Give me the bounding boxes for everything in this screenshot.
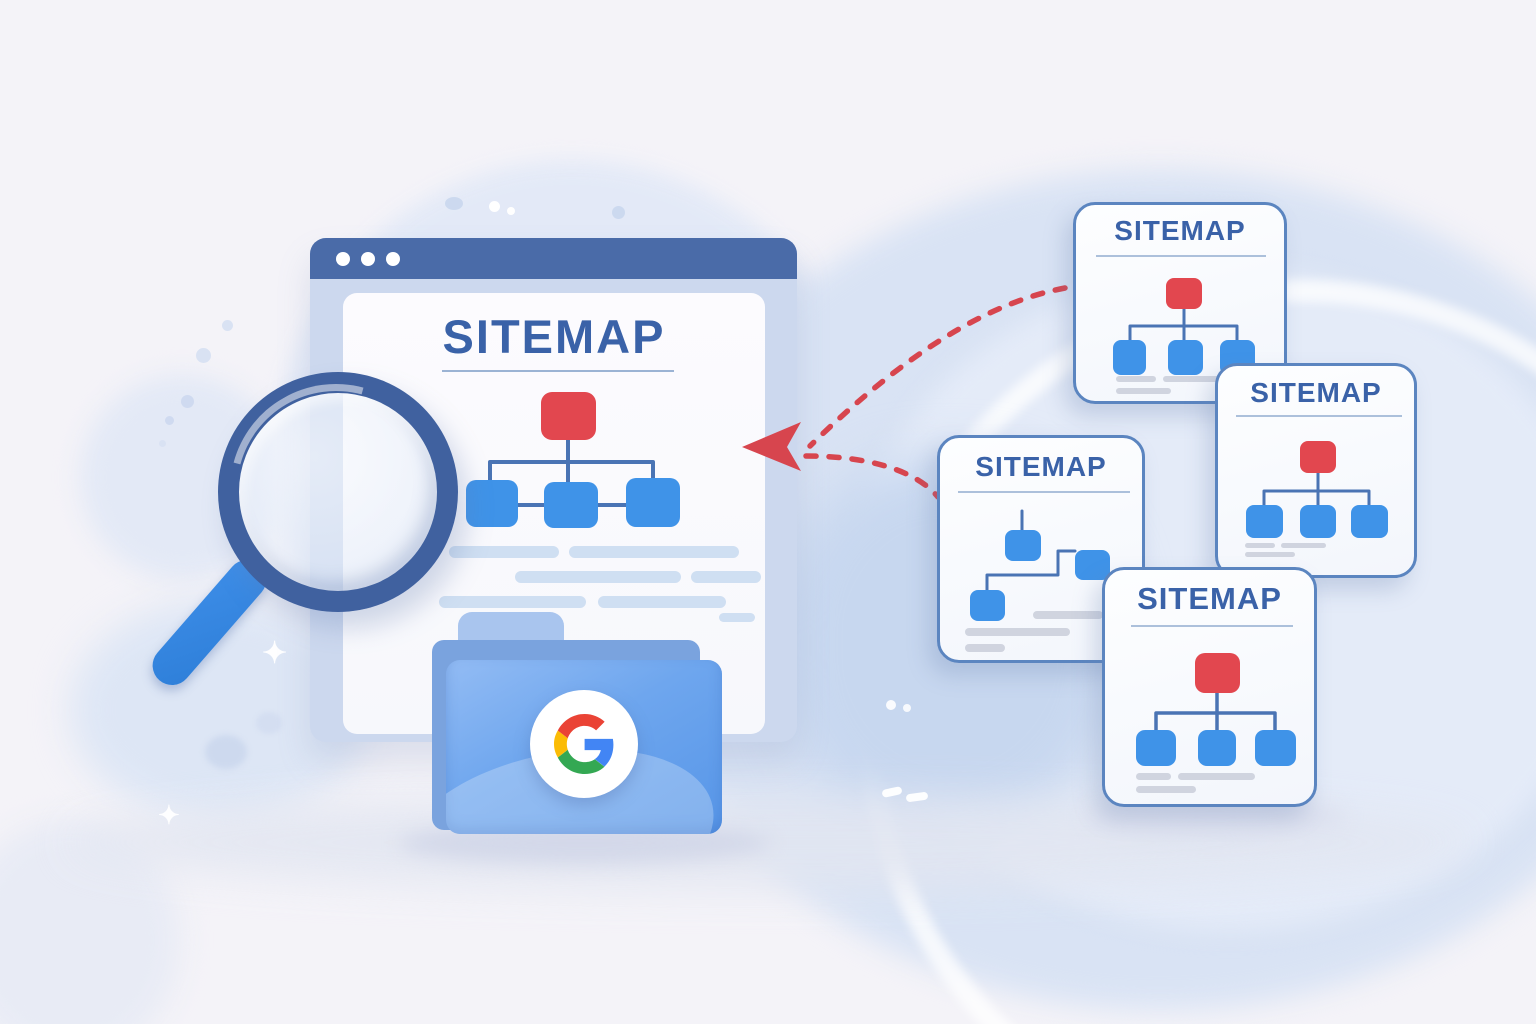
card-title: SITEMAP xyxy=(1137,581,1282,616)
text-placeholder-line xyxy=(1136,786,1196,793)
tree-child-node xyxy=(626,478,680,527)
text-placeholder-line xyxy=(439,596,586,608)
text-placeholder-line xyxy=(1245,543,1275,548)
text-placeholder-line xyxy=(1281,543,1326,548)
card-title: SITEMAP xyxy=(1114,215,1246,246)
card-tree-diagram xyxy=(970,509,1110,621)
card-tree-diagram xyxy=(1136,653,1296,766)
sparkle-icon: ✦ xyxy=(158,800,180,830)
card-tree-diagram xyxy=(1113,278,1255,375)
sitemap-card-4: SITEMAP xyxy=(1102,567,1317,807)
text-placeholder-line xyxy=(1116,376,1156,382)
text-placeholder-line xyxy=(965,644,1005,652)
sparkle-icon: ✦ xyxy=(262,637,288,670)
decor-dot xyxy=(165,416,174,425)
window-control-dot xyxy=(386,251,400,266)
decor-dot xyxy=(256,712,282,734)
google-folder xyxy=(420,605,740,845)
decor-dot xyxy=(507,207,515,215)
tree-root-node xyxy=(541,392,596,440)
sitemap-tree-diagram xyxy=(466,392,680,528)
text-placeholder-line xyxy=(449,546,559,558)
decor-dot xyxy=(181,395,194,408)
card-title-underline xyxy=(1096,255,1266,257)
text-placeholder-line xyxy=(1163,376,1258,382)
decor-dot xyxy=(886,700,896,710)
decor-dot xyxy=(205,735,247,769)
text-placeholder-line xyxy=(1116,388,1171,394)
decor-dot xyxy=(222,320,233,331)
window-titlebar xyxy=(310,238,797,279)
card-title-underline xyxy=(1131,625,1293,627)
decor-dot xyxy=(903,704,911,712)
page-title: SITEMAP xyxy=(442,310,666,363)
tree-child-node xyxy=(544,482,598,528)
text-placeholder-line xyxy=(598,596,726,608)
decor-dot xyxy=(489,201,500,212)
sitemap-card-2: SITEMAP xyxy=(1215,363,1417,578)
text-placeholder-line xyxy=(515,571,681,583)
card-title: SITEMAP xyxy=(975,451,1107,482)
text-placeholder-line xyxy=(719,613,755,622)
card-title-underline xyxy=(1236,415,1402,417)
text-placeholder-line xyxy=(965,628,1070,636)
magnifying-glass-icon xyxy=(144,345,490,700)
title-underline xyxy=(442,370,674,372)
decor-dot xyxy=(445,197,463,210)
window-control-dot xyxy=(336,251,350,266)
google-g-icon xyxy=(554,714,614,774)
text-placeholder-line xyxy=(1136,773,1171,780)
card-title-underline xyxy=(958,491,1130,493)
text-placeholder-line xyxy=(569,546,739,558)
decor-dot xyxy=(196,348,211,363)
decor-dot xyxy=(612,206,625,219)
text-placeholder-line xyxy=(1033,611,1103,619)
window-control-dot xyxy=(361,251,375,266)
decor-dot xyxy=(159,440,166,447)
text-placeholder-line xyxy=(1178,773,1255,780)
text-placeholder-line xyxy=(691,571,761,583)
tree-child-node xyxy=(466,480,518,527)
google-logo-badge xyxy=(530,690,638,798)
sitemap-card-3: SITEMAP xyxy=(937,435,1145,663)
text-placeholder-line xyxy=(1245,552,1295,557)
card-title: SITEMAP xyxy=(1250,377,1382,408)
card-tree-diagram xyxy=(1246,441,1388,538)
